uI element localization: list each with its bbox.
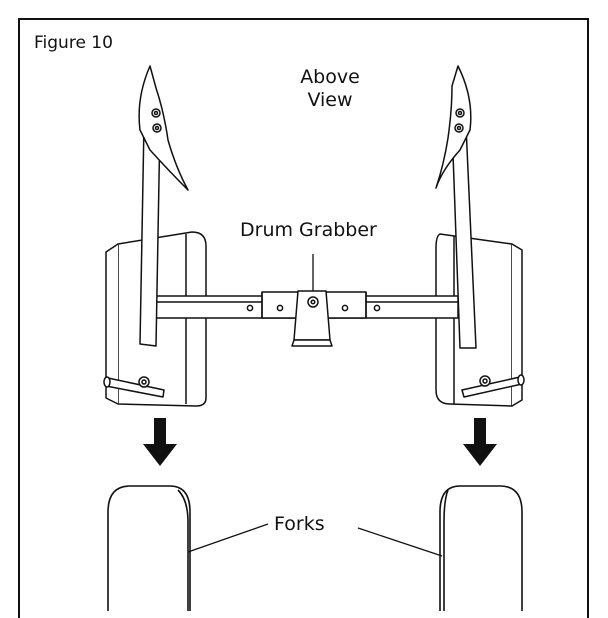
right-hook-arm — [435, 65, 477, 349]
left-carriage-block — [105, 231, 207, 407]
drum-grabber-clamp — [291, 254, 333, 347]
down-arrow-icon — [463, 418, 497, 466]
down-arrow-icon — [143, 418, 177, 466]
view-label: Above View — [270, 66, 390, 112]
forks-label: Forks — [274, 513, 325, 535]
forks-leader-right — [357, 527, 443, 557]
view-label-line1: Above — [300, 66, 360, 88]
left-pin-handle — [103, 376, 165, 398]
figure-title: Figure 10 — [34, 33, 113, 53]
left-fork — [107, 485, 191, 611]
drum-grabber-label: Drum Grabber — [240, 219, 377, 241]
right-fork — [439, 485, 523, 611]
forks-leader-left — [187, 523, 269, 553]
left-hook-arm — [138, 65, 189, 347]
view-label-line2: View — [307, 88, 353, 111]
right-pin-handle — [461, 374, 525, 398]
forks — [107, 485, 523, 611]
